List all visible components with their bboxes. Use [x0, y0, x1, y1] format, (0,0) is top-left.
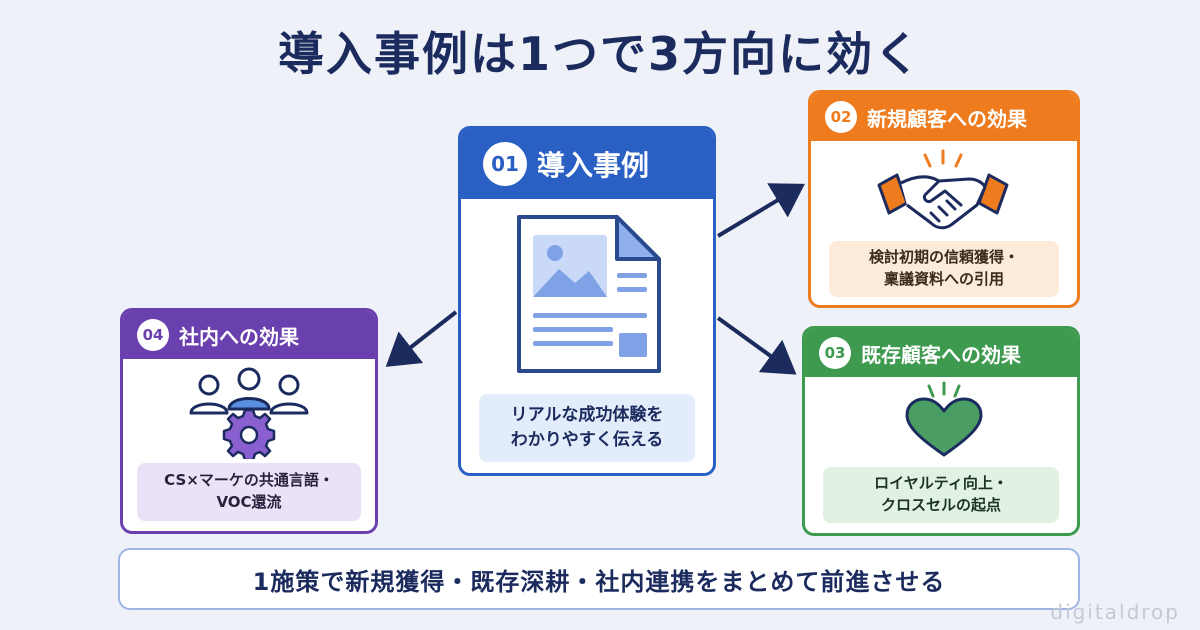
existing-customer-label: 既存顧客への効果	[861, 342, 1021, 367]
internal-note-line1: CS×マーケの共通言語・	[164, 471, 334, 490]
internal-label: 社内への効果	[179, 324, 299, 349]
case-study-note-line2: わかりやすく伝える	[510, 430, 664, 450]
arrow-to-existing-customers	[716, 316, 797, 375]
existing-customer-note-line2: クロスセルの起点	[880, 496, 1001, 514]
new-customer-note: 検討初期の信頼獲得・ 稟議資料への引用	[829, 241, 1059, 297]
internal-number: 04	[137, 319, 169, 351]
arrow-to-internal	[385, 310, 458, 367]
summary-banner: 1施策で新規獲得・既存深耕・社内連携をまとめて前進させる	[118, 548, 1080, 610]
case-study-number: 01	[483, 142, 527, 186]
handshake-icon	[877, 149, 1009, 230]
arrow-to-new-customers	[716, 183, 805, 238]
existing-customer-number: 03	[819, 337, 851, 369]
new-customer-number: 02	[825, 101, 857, 133]
internal-note: CS×マーケの共通言語・ VOC還流	[137, 463, 361, 521]
case-study-note-line1: リアルな成功体験を	[510, 405, 664, 426]
case-study-label: 導入事例	[537, 149, 650, 182]
document-icon	[517, 215, 661, 373]
existing-customer-note: ロイヤルティ向上・ クロスセルの起点	[823, 467, 1059, 523]
heart-icon	[905, 381, 983, 457]
existing-customer-note-line1: ロイヤルティ向上・	[874, 474, 1008, 493]
watermark: digitaldrop	[1050, 600, 1180, 624]
case-study-card: 01 導入事例 リアルな成功体験を わかりやすく伝える	[458, 126, 716, 476]
new-customer-label: 新規顧客への効果	[867, 106, 1027, 131]
new-customer-note-line1: 検討初期の信頼獲得・	[868, 248, 1019, 267]
internal-note-line2: VOC還流	[216, 493, 282, 511]
existing-customer-header: 03 既存顧客への効果	[805, 329, 1077, 377]
new-customer-note-line2: 稟議資料への引用	[883, 270, 1004, 288]
new-customer-card: 02 新規顧客への効果 検討初期の信頼獲得・ 稟議資料への引用	[808, 90, 1080, 308]
internal-header: 04 社内への効果	[123, 311, 375, 359]
existing-customer-card: 03 既存顧客への効果 ロイヤルティ向上・ クロスセルの起点	[802, 326, 1080, 536]
new-customer-header: 02 新規顧客への効果	[811, 93, 1077, 141]
case-study-note: リアルな成功体験を わかりやすく伝える	[479, 394, 695, 462]
internal-card: 04 社内への効果 CS×マーケの共通言語・ VOC還流	[120, 308, 378, 534]
case-study-header: 01 導入事例	[461, 129, 713, 199]
page-title: 導入事例は1つで3方向に効く	[277, 27, 922, 81]
team-gear-icon	[189, 367, 309, 459]
